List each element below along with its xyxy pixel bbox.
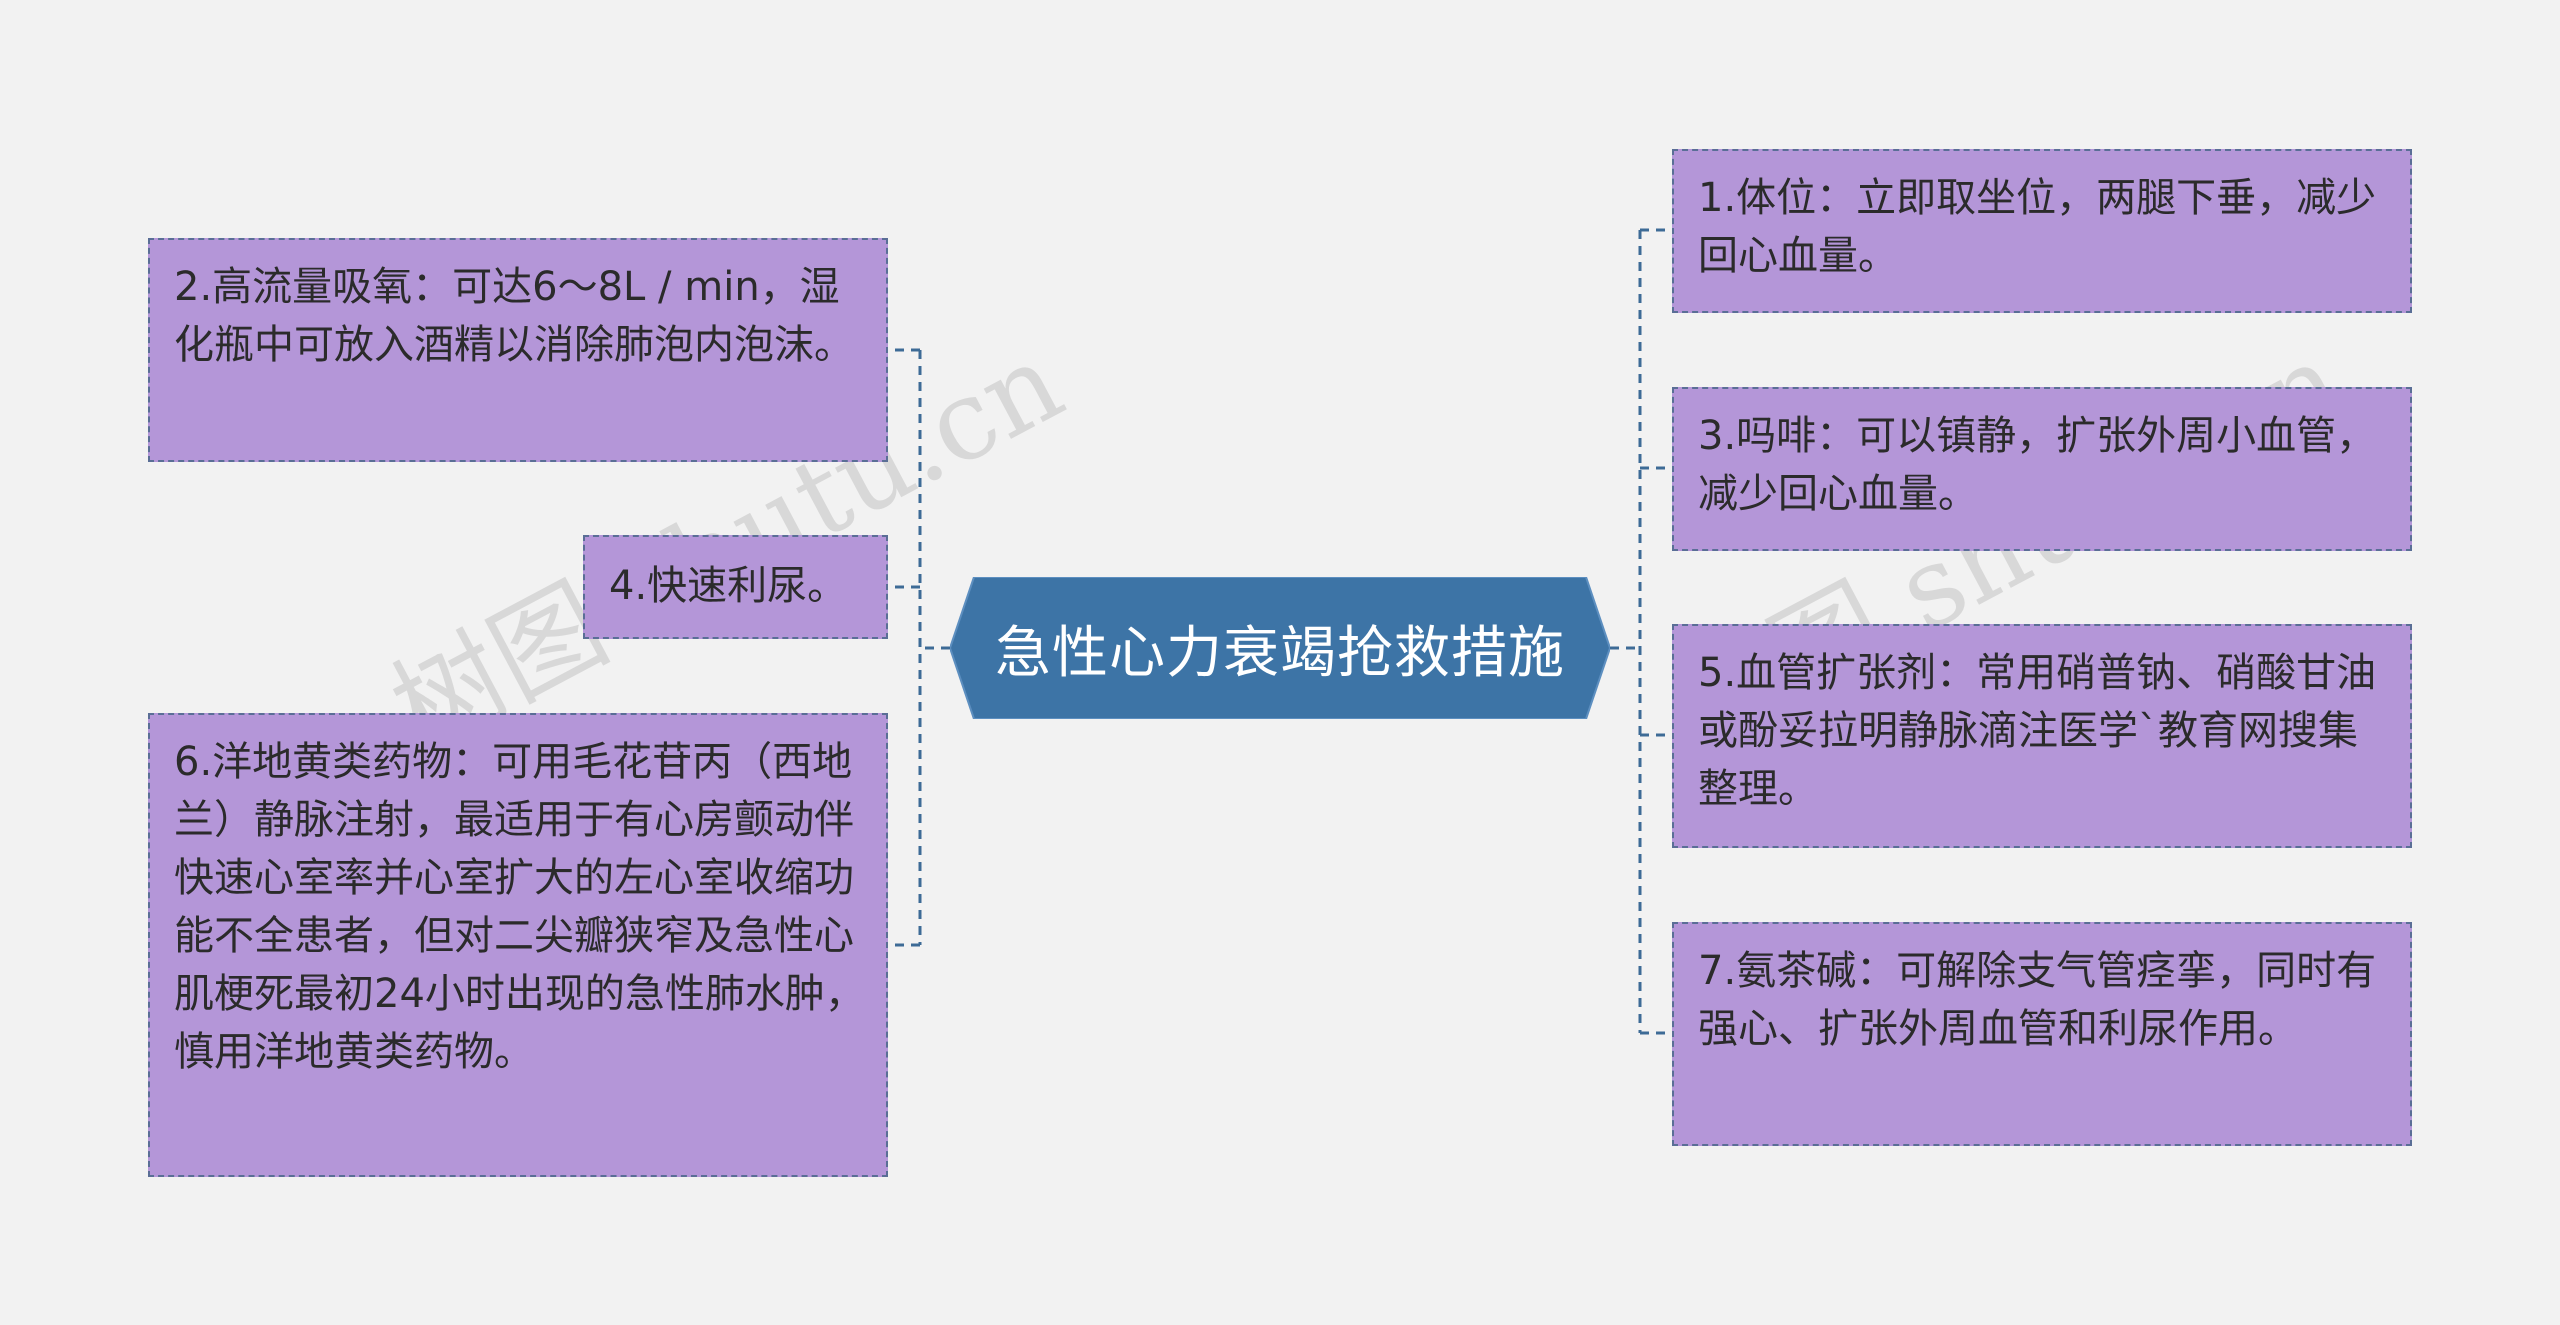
node-2-oxygen[interactable]: 2.高流量吸氧：可达6～8L / min，湿化瓶中可放入酒精以消除肺泡内泡沫。 (148, 238, 888, 462)
node-5-text: 5.血管扩张剂：常用硝普钠、硝酸甘油或酚妥拉明静脉滴注医学`教育网搜集整理。 (1698, 650, 2377, 812)
node-4-diuresis[interactable]: 4.快速利尿。 (583, 535, 888, 639)
node-2-text: 2.高流量吸氧：可达6～8L / min，湿化瓶中可放入酒精以消除肺泡内泡沫。 (174, 264, 854, 368)
node-5-vasodilator[interactable]: 5.血管扩张剂：常用硝普钠、硝酸甘油或酚妥拉明静脉滴注医学`教育网搜集整理。 (1672, 624, 2412, 848)
root-topic[interactable]: 急性心力衰竭抢救措施 (950, 577, 1610, 719)
node-7-aminophylline[interactable]: 7.氨茶碱：可解除支气管痉挛，同时有强心、扩张外周血管和利尿作用。 (1672, 922, 2412, 1146)
node-6-digitalis[interactable]: 6.洋地黄类药物：可用毛花苷丙（西地兰）静脉注射，最适用于有心房颤动伴快速心室率… (148, 713, 888, 1177)
root-shape (950, 577, 1610, 719)
node-3-text: 3.吗啡：可以镇静，扩张外周小血管，减少回心血量。 (1698, 413, 2377, 517)
node-4-text: 4.快速利尿。 (609, 563, 848, 609)
node-6-text: 6.洋地黄类药物：可用毛花苷丙（西地兰）静脉注射，最适用于有心房颤动伴快速心室率… (174, 739, 865, 1075)
node-1-position[interactable]: 1.体位：立即取坐位，两腿下垂，减少回心血量。 (1672, 149, 2412, 313)
node-1-text: 1.体位：立即取坐位，两腿下垂，减少回心血量。 (1698, 175, 2377, 279)
root-title: 急性心力衰竭抢救措施 (995, 620, 1565, 686)
node-7-text: 7.氨茶碱：可解除支气管痉挛，同时有强心、扩张外周血管和利尿作用。 (1698, 948, 2377, 1052)
node-3-morphine[interactable]: 3.吗啡：可以镇静，扩张外周小血管，减少回心血量。 (1672, 387, 2412, 551)
